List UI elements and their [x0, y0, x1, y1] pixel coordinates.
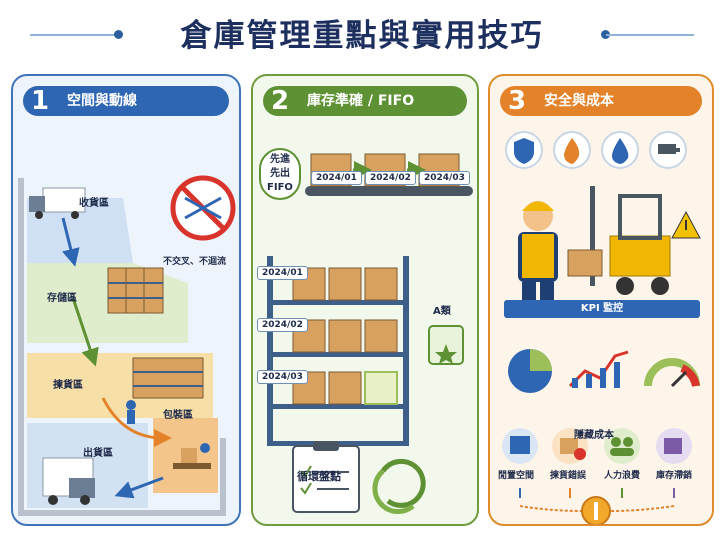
dead-stock-icon — [656, 428, 692, 464]
drop-icon — [601, 131, 639, 169]
picking-rack-icon — [126, 357, 204, 424]
truck-shipping-icon — [42, 457, 95, 505]
panel-2-number: 2 — [271, 86, 290, 116]
storage-rack-icon — [107, 267, 164, 314]
idle-space-icon — [502, 428, 538, 464]
panel-1-heading: 空間與動線 — [67, 93, 137, 109]
shelf-tag-3: 2024/03 — [257, 370, 308, 384]
zone-label-picking: 揀貨區 — [53, 380, 83, 391]
shield-icon — [505, 131, 543, 169]
forklift-icon — [567, 186, 671, 295]
camera-icon — [649, 131, 687, 169]
kpi-gauge-icon — [644, 358, 700, 388]
fifo-illustration — [267, 153, 473, 515]
belt-box-label-2: 2024/02 — [365, 171, 416, 185]
zone-label-packing: 包裝區 — [163, 410, 193, 421]
labor-waste-icon — [604, 428, 640, 464]
picking-error-icon — [552, 428, 588, 464]
clipboard-icon — [292, 441, 360, 513]
truck-receiving-icon — [29, 187, 86, 219]
panel-safety-cost: 3 安全與成本 — [488, 74, 714, 526]
zone-label-storage: 存儲區 — [47, 293, 77, 304]
panel-2-header: 2 庫存準確 / FIFO — [263, 86, 467, 116]
star-icon — [428, 325, 464, 365]
panel-space-flow: 1 空間與動線 — [11, 74, 241, 526]
cost-label-dead-stock: 庫存滯銷 — [656, 471, 693, 481]
fifo-badge: 先進 先出 FIFO — [259, 148, 301, 200]
class-a-tag: A類 — [433, 306, 451, 317]
zone-receiving — [27, 198, 133, 263]
cost-label-idle-space: 閒置空間 — [498, 471, 535, 481]
fifo-label-line2: 先出 — [270, 168, 290, 179]
cycle-arrows-icon — [372, 458, 426, 515]
cycle-count-label: 循環盤點 — [297, 470, 341, 483]
packing-desk-icon — [173, 443, 211, 469]
cost-label-picking-error: 揀貨錯誤 — [550, 471, 587, 481]
fifo-label-line1: 先進 — [270, 154, 290, 165]
kpi-pie-icon — [508, 349, 552, 393]
belt-box-label-3: 2024/03 — [419, 171, 470, 185]
cost-label-labor-waste: 人力浪費 — [604, 471, 641, 481]
zone-label-shipping: 出貨區 — [83, 448, 113, 459]
panel-3-header: 3 安全與成本 — [500, 86, 702, 116]
title-decoration-dot-right — [601, 30, 610, 39]
no-cross-label: 不交叉、不迴流 — [163, 257, 227, 267]
dollar-icon — [581, 496, 611, 524]
no-cross-icon — [170, 175, 236, 241]
title-decoration-left — [30, 34, 118, 36]
panel-2-heading: 庫存準確 / FIFO — [307, 93, 415, 109]
panel-1-number: 1 — [31, 86, 50, 116]
panel-3-number: 3 — [508, 86, 527, 116]
panel-3-heading: 安全與成本 — [544, 93, 614, 109]
kpi-monitor-banner: KPI 監控 — [504, 300, 700, 318]
page-title: 倉庫管理重點與實用技巧 — [180, 18, 544, 54]
panel-inventory-fifo: 2 庫存準確 / FIFO 先進 先出 FIFO — [251, 74, 479, 526]
shelf-tag-2: 2024/02 — [257, 318, 308, 332]
shelf-tag-1: 2024/01 — [257, 266, 308, 280]
safety-worker-icon — [518, 201, 558, 300]
warehouse-floor-illustration — [18, 175, 236, 516]
panel-1-header: 1 空間與動線 — [23, 86, 229, 116]
warning-icon — [671, 210, 701, 239]
conveyor-belt — [305, 186, 473, 196]
title-decoration-dot-left — [114, 30, 123, 39]
hidden-cost-label: 隱藏成本 — [574, 430, 614, 441]
title-bar: 倉庫管理重點與實用技巧 — [0, 0, 724, 62]
fifo-label-line3: FIFO — [267, 182, 293, 193]
kpi-line-icon — [568, 350, 629, 388]
fifo-rack — [267, 256, 409, 446]
zone-label-receiving: 收貨區 — [79, 198, 109, 209]
safety-cost-illustration — [502, 131, 701, 524]
belt-box-label-1: 2024/01 — [311, 171, 362, 185]
title-decoration-right — [606, 34, 694, 36]
fire-icon — [553, 131, 591, 169]
